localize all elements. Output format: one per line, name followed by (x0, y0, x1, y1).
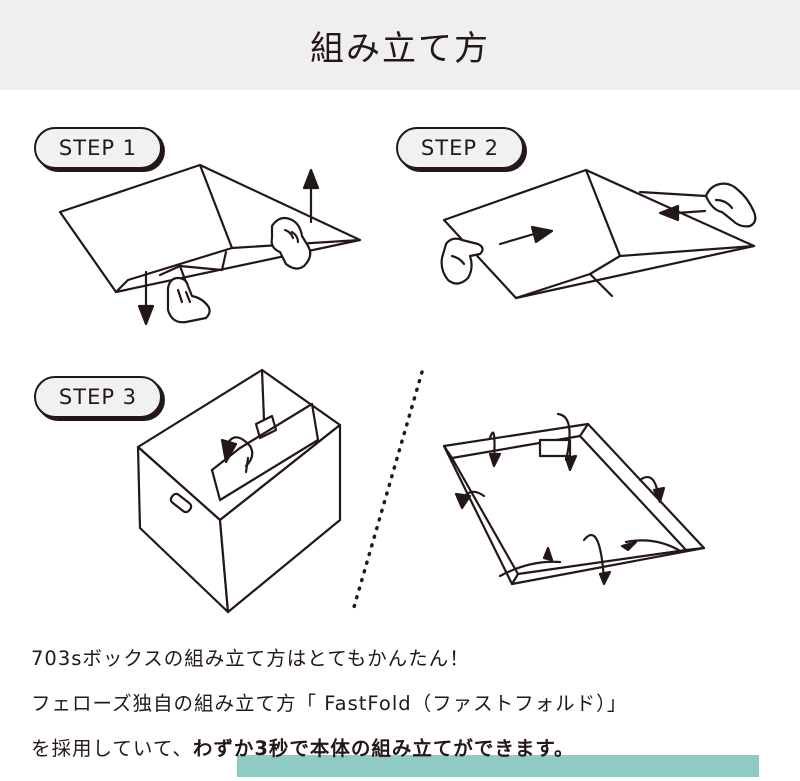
description-line-3: を採用していて、わずか3秒で本体の組み立てができます。 (31, 726, 791, 771)
description-highlight: わずか3秒で本体の組み立てができます。 (192, 737, 575, 760)
step-3-illustration (136, 368, 342, 614)
step-3-tray-illustration (442, 412, 706, 586)
header-bar: 組み立て方 (0, 0, 800, 90)
description: 703sボックスの組み立て方はとてもかんたん！ フェローズ独自の組み立て方「 F… (31, 636, 791, 771)
highlight-marker (237, 755, 759, 777)
description-line-3-plain: を採用していて、 (31, 737, 193, 760)
assembly-illustrations (58, 163, 757, 616)
step-2-badge: STEP 2 (396, 127, 524, 169)
description-line-1: 703sボックスの組み立て方はとてもかんたん！ (31, 647, 470, 670)
page-title: 組み立て方 (310, 28, 490, 69)
step-2-illustration (440, 168, 757, 300)
step-1-illustration (58, 163, 362, 324)
step-1-badge: STEP 1 (34, 127, 162, 169)
description-line-2: フェローズ独自の組み立て方「 FastFold（ファストフォルド）」 (31, 692, 628, 715)
step-3-badge: STEP 3 (34, 376, 162, 418)
